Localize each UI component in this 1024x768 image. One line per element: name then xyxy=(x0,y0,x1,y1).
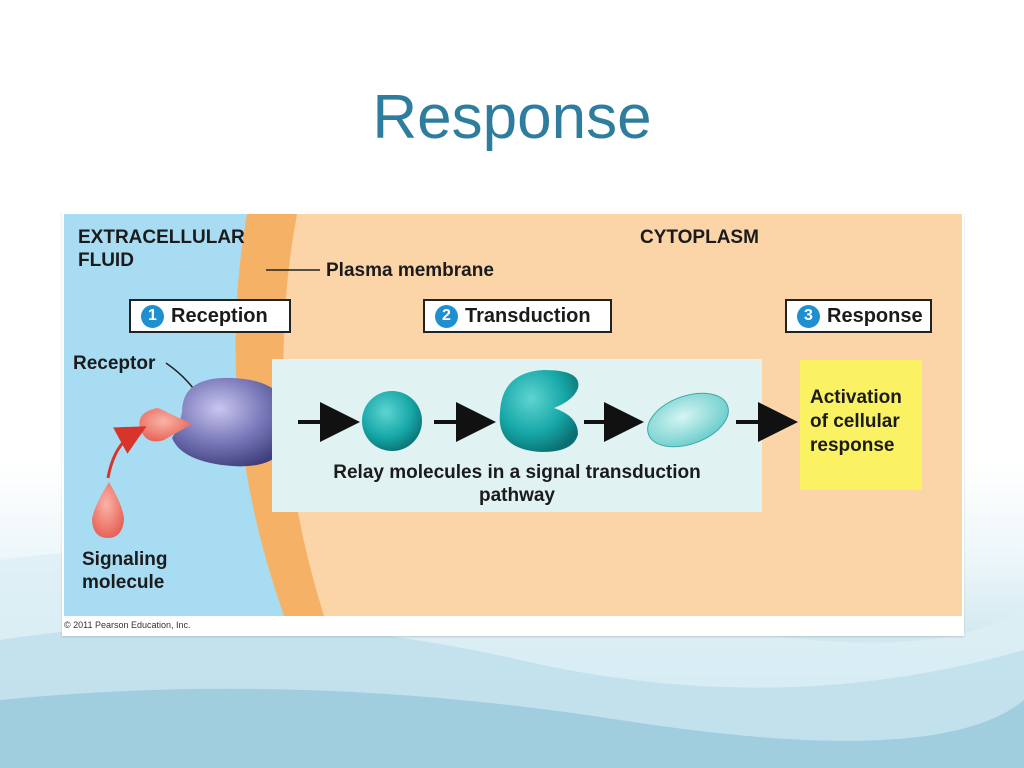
stage-response: 3 Response xyxy=(785,299,932,333)
extracellular-label-line1: EXTRACELLULAR xyxy=(78,227,245,248)
copyright-notice: © 2011 Pearson Education, Inc. xyxy=(64,620,191,630)
free-signaling-molecule xyxy=(92,482,124,538)
extracellular-label-line2: FLUID xyxy=(78,250,134,271)
receptor-label: Receptor xyxy=(73,353,156,374)
signal-binding-arrow xyxy=(106,426,147,479)
stage-number-3: 3 xyxy=(797,304,820,328)
relay-label-line2: pathway xyxy=(478,485,556,506)
signaling-molecule-label: Signaling molecule xyxy=(82,548,168,594)
stage-label-response: Response xyxy=(827,304,923,327)
activation-line1: Activation xyxy=(810,387,902,408)
activation-line2: of cellular xyxy=(810,411,900,432)
relay-molecules-label: Relay molecules in a signal transduction… xyxy=(272,461,762,507)
relay-molecule-2 xyxy=(499,370,579,452)
signaling-label-line2: molecule xyxy=(82,572,165,593)
relay-molecule-3 xyxy=(647,392,729,448)
stage-number-2: 2 xyxy=(435,304,458,328)
cytoplasm-label: CYTOPLASM xyxy=(640,227,759,248)
receptor-shape xyxy=(172,377,290,467)
slide-title: Response xyxy=(372,83,652,152)
activation-line3: response xyxy=(810,435,895,456)
relay-molecule-1 xyxy=(362,391,422,451)
stage-label-reception: Reception xyxy=(171,304,268,327)
stage-transduction: 2 Transduction xyxy=(423,299,612,333)
relay-label-line1: Relay molecules in a signal transduction xyxy=(333,462,701,483)
bound-signaling-molecule xyxy=(139,408,192,442)
plasma-membrane-label: Plasma membrane xyxy=(326,260,494,281)
activation-box: Activation of cellular response xyxy=(800,360,922,490)
extracellular-label: EXTRACELLULAR FLUID xyxy=(78,226,245,272)
stage-reception: 1 Reception xyxy=(129,299,291,333)
signal-transduction-figure: EXTRACELLULAR FLUID CYTOPLASM Plasma mem… xyxy=(62,212,964,636)
signaling-label-line1: Signaling xyxy=(82,549,168,570)
stage-label-transduction: Transduction xyxy=(465,304,591,327)
stage-number-1: 1 xyxy=(141,304,164,328)
relay-artwork xyxy=(298,370,798,452)
